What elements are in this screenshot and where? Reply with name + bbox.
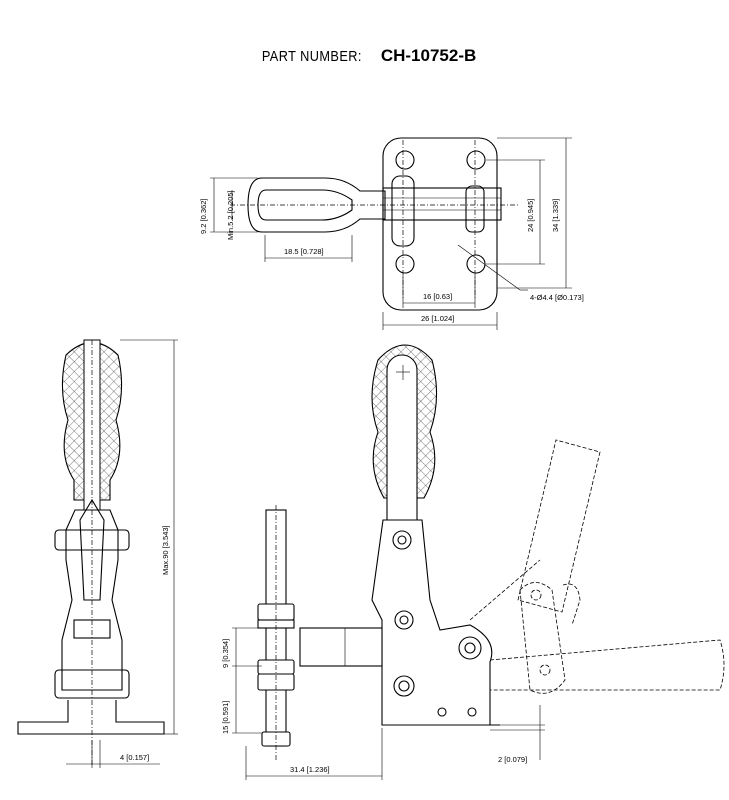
side-view: Max.90 [3.543] 4 [0.157]	[17, 339, 178, 768]
mount-hole-icon	[395, 254, 415, 274]
top-handle-outline	[247, 177, 386, 233]
ghost-handle-open	[517, 439, 601, 613]
dim-front-reach: 31.4 [1.236]	[290, 765, 330, 774]
dim-front-spindle-height: 15 [0.591]	[221, 701, 230, 734]
front-body	[371, 519, 493, 726]
top-view: 9.2 [0.362] Min.5.2 [0.205] 18.5 [0.728]…	[199, 137, 584, 330]
pivot-icon	[458, 636, 482, 660]
part-number-value: CH-10752-B	[380, 46, 477, 65]
dim-side-max-height: Max.90 [3.543]	[161, 525, 170, 575]
part-number-label: PART NUMBER:	[261, 48, 362, 65]
ghost-handle-flat	[489, 639, 725, 691]
dim-top-handle-height: 9.2 [0.362]	[199, 199, 208, 234]
dim-side-thickness: 4 [0.157]	[120, 753, 149, 762]
pivot-icon	[392, 530, 412, 550]
pivot-icon	[394, 610, 414, 630]
top-base-plate	[382, 137, 498, 311]
dim-top-holes: 4-Ø4.4 [Ø0.173]	[530, 293, 584, 302]
mount-hole-icon	[467, 707, 477, 717]
dim-top-hole-spacing-v: 24 [0.945]	[526, 199, 535, 232]
side-base	[17, 700, 165, 735]
mount-hole-icon	[466, 150, 486, 170]
dim-top-base-width: 26 [1.024]	[421, 314, 454, 323]
dim-top-hole-spacing-h: 16 [0.63]	[423, 292, 452, 301]
dim-top-min-opening: Min.5.2 [0.205]	[226, 190, 235, 240]
mount-hole-icon	[466, 254, 486, 274]
mount-hole-icon	[437, 707, 447, 717]
dim-front-base-thickness: 2 [0.079]	[498, 755, 527, 764]
dim-front-spindle-offset: 9 [0.354]	[221, 639, 230, 668]
top-arm	[382, 187, 502, 221]
dim-top-base-height: 34 [1.339]	[551, 199, 560, 232]
part-number-header: PART NUMBER: CH-10752-B	[0, 46, 729, 66]
top-handle-inner	[257, 189, 353, 221]
front-spindle-arm	[299, 627, 383, 667]
front-view: 9 [0.354] 15 [0.591] 31.4 [1.236] 2 [0.0…	[221, 344, 725, 780]
mount-hole-icon	[395, 150, 415, 170]
pivot-icon	[393, 675, 415, 697]
dim-top-reach: 18.5 [0.728]	[284, 247, 324, 256]
top-clevis	[391, 175, 415, 247]
